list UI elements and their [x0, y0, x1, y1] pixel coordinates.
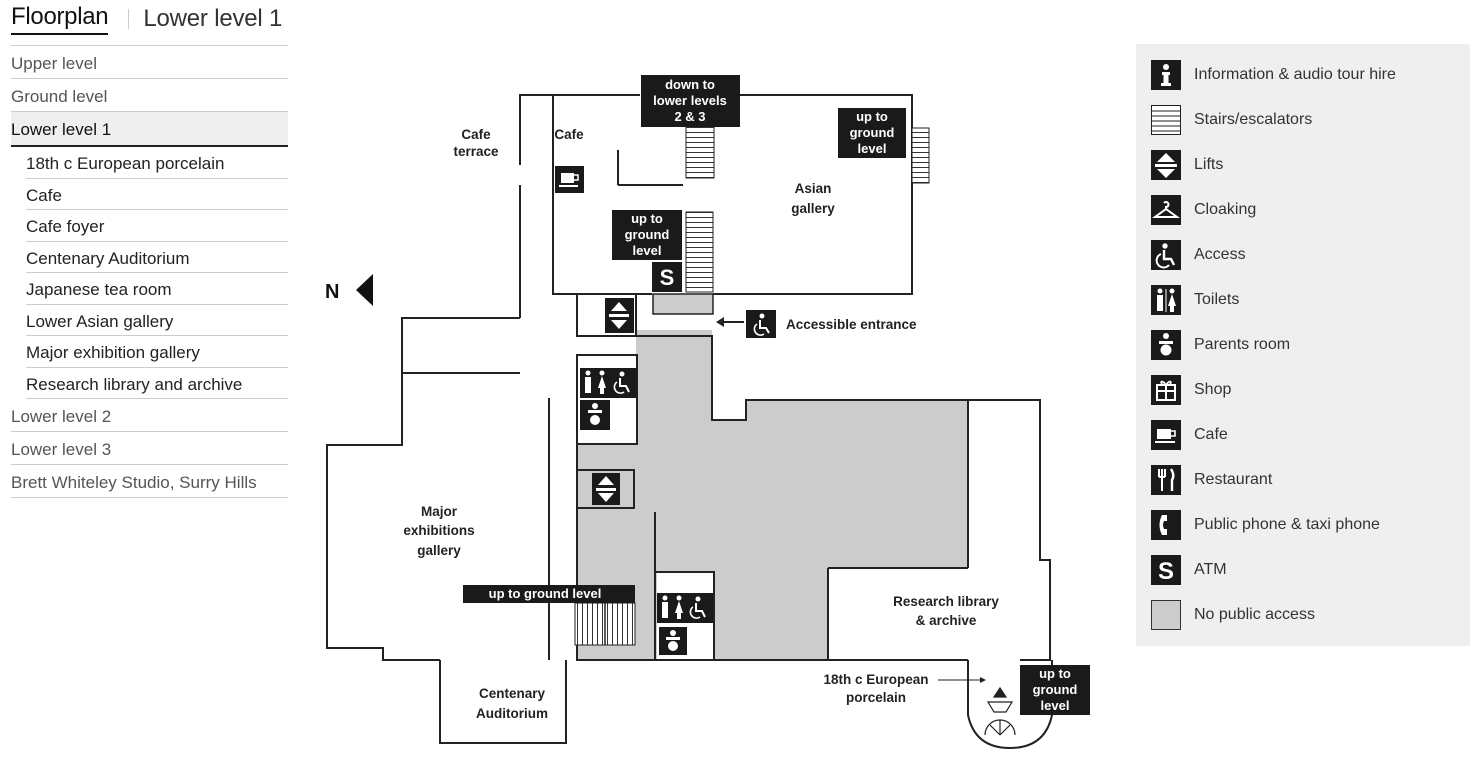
label-up-ground-mid: up to ground level: [612, 210, 682, 260]
nav-lower-level-1[interactable]: Lower level 1: [11, 112, 288, 147]
svg-text:S: S: [660, 265, 675, 290]
atm-icon: S: [1151, 555, 1181, 585]
page-header: Floorplan Lower level 1: [11, 2, 282, 36]
label-cafe: Cafe: [554, 127, 584, 142]
nav-sub-centenary-auditorium[interactable]: Centenary Auditorium: [26, 242, 288, 273]
label-cafe-terrace-1: Cafe: [461, 127, 491, 142]
legend-item-cloaking: Cloaking: [1151, 195, 1256, 225]
label-cafe-terrace-2: terrace: [453, 144, 499, 159]
nav-ground-level[interactable]: Ground level: [11, 79, 288, 112]
nav-sub-cafe[interactable]: Cafe: [26, 179, 288, 210]
page-title: Floorplan: [11, 3, 109, 35]
restaurant-icon: [1151, 465, 1181, 495]
nav-sub-porcelain[interactable]: 18th c European porcelain: [26, 147, 288, 179]
nav-sub-cafe-foyer[interactable]: Cafe foyer: [26, 210, 288, 242]
label-up-ground-bar: up to ground level: [463, 585, 635, 603]
svg-text:level: level: [633, 243, 662, 258]
title-divider: [128, 9, 130, 29]
label-major-1: Major: [421, 504, 458, 519]
label-centenary-1: Centenary: [479, 686, 546, 701]
lift-map-icon-south: [592, 473, 620, 505]
legend-item-parents-room: Parents room: [1151, 330, 1290, 360]
svg-text:S: S: [1158, 558, 1174, 585]
label-major-2: exhibitions: [403, 523, 474, 538]
svg-text:up to ground level: up to ground level: [489, 586, 602, 601]
legend-item-no-public-access: No public access: [1151, 600, 1315, 630]
legend-item-shop: Shop: [1151, 375, 1231, 405]
north-arrow: N: [325, 274, 373, 306]
svg-text:up to: up to: [631, 211, 663, 226]
legend-item-phone: Public phone & taxi phone: [1151, 510, 1380, 540]
nav-lower-level-3[interactable]: Lower level 3: [11, 432, 288, 465]
phone-icon: [1151, 510, 1181, 540]
toilets-map-icon-south: [657, 593, 713, 623]
label-up-ground-ne: up to ground level: [838, 108, 906, 158]
wheelchair-icon: [1151, 240, 1181, 270]
nav-brett-whiteley-studio[interactable]: Brett Whiteley Studio, Surry Hills: [11, 465, 288, 498]
room-labels: Cafe terrace Cafe Asian gallery Major ex…: [403, 127, 999, 721]
north-label: N: [325, 281, 339, 303]
label-asian-gallery-2: gallery: [791, 201, 835, 216]
label-asian-gallery-1: Asian: [795, 181, 832, 196]
nav-sub-lower-asian-gallery[interactable]: Lower Asian gallery: [26, 305, 288, 336]
label-porcelain-2: porcelain: [846, 690, 906, 705]
legend-item-lifts: Lifts: [1151, 150, 1223, 180]
parents-room-map-icon-south: [659, 627, 687, 655]
label-research-1: Research library: [893, 594, 999, 609]
svg-text:level: level: [1041, 698, 1070, 713]
nav-lower-level-2[interactable]: Lower level 2: [11, 399, 288, 432]
toilets-map-icon-north: [580, 368, 637, 398]
legend-item-toilets: Toilets: [1151, 285, 1239, 315]
svg-text:2 & 3: 2 & 3: [674, 109, 705, 124]
map-legend: Information & audio tour hire Stairs/esc…: [1136, 44, 1470, 646]
svg-text:level: level: [858, 141, 887, 156]
legend-item-info: Information & audio tour hire: [1151, 60, 1396, 90]
svg-text:ground: ground: [1033, 682, 1078, 697]
shop-icon: [1151, 375, 1181, 405]
label-research-2: & archive: [916, 613, 977, 628]
toilets-icon: [1151, 285, 1181, 315]
cloakroom-icon: [1151, 195, 1181, 225]
svg-text:up to: up to: [856, 109, 888, 124]
stairs-icon: [1151, 105, 1181, 135]
rotunda-stairs: [984, 686, 1016, 736]
nav-upper-level[interactable]: Upper level: [11, 46, 288, 79]
svg-text:up to: up to: [1039, 666, 1071, 681]
lift-map-icon-north: [605, 298, 634, 333]
info-icon: [1151, 60, 1181, 90]
legend-item-atm: S ATM: [1151, 555, 1227, 585]
label-accessible-entrance: Accessible entrance: [786, 317, 917, 332]
legend-item-restaurant: Restaurant: [1151, 465, 1272, 495]
svg-text:ground: ground: [625, 227, 670, 242]
legend-item-access: Access: [1151, 240, 1246, 270]
floor-nav: Upper level Ground level Lower level 1 1…: [11, 45, 288, 498]
parents-room-map-icon-north: [580, 400, 610, 430]
stairs: [574, 119, 930, 646]
label-centenary-2: Auditorium: [476, 706, 548, 721]
label-down-lower-levels: down to lower levels 2 & 3: [641, 75, 740, 127]
legend-item-stairs: Stairs/escalators: [1151, 105, 1312, 135]
accessible-entrance: Accessible entrance: [716, 310, 917, 338]
label-up-ground-se: up to ground level: [1020, 665, 1090, 715]
legend-item-cafe: Cafe: [1151, 420, 1228, 450]
floorplan-map: N down to lower levels 2 & 3 up to groun…: [325, 75, 1090, 750]
cafe-map-icon: [555, 166, 584, 193]
nav-sub-japanese-tea-room[interactable]: Japanese tea room: [26, 273, 288, 305]
svg-text:ground: ground: [850, 125, 895, 140]
building-walls: [326, 94, 1053, 750]
no-access-swatch: [1151, 600, 1181, 630]
label-major-3: gallery: [417, 543, 461, 558]
nav-sub-research-library[interactable]: Research library and archive: [26, 368, 288, 399]
page-subtitle: Lower level 1: [143, 5, 283, 32]
cafe-icon: [1151, 420, 1181, 450]
parents-room-icon: [1151, 330, 1181, 360]
svg-text:lower levels: lower levels: [653, 93, 727, 108]
atm-map-icon: S: [652, 262, 682, 292]
lift-icon: [1151, 150, 1181, 180]
label-porcelain-1: 18th c European: [823, 672, 928, 687]
nav-sub-major-exhibition-gallery[interactable]: Major exhibition gallery: [26, 336, 288, 368]
svg-text:down to: down to: [665, 77, 715, 92]
